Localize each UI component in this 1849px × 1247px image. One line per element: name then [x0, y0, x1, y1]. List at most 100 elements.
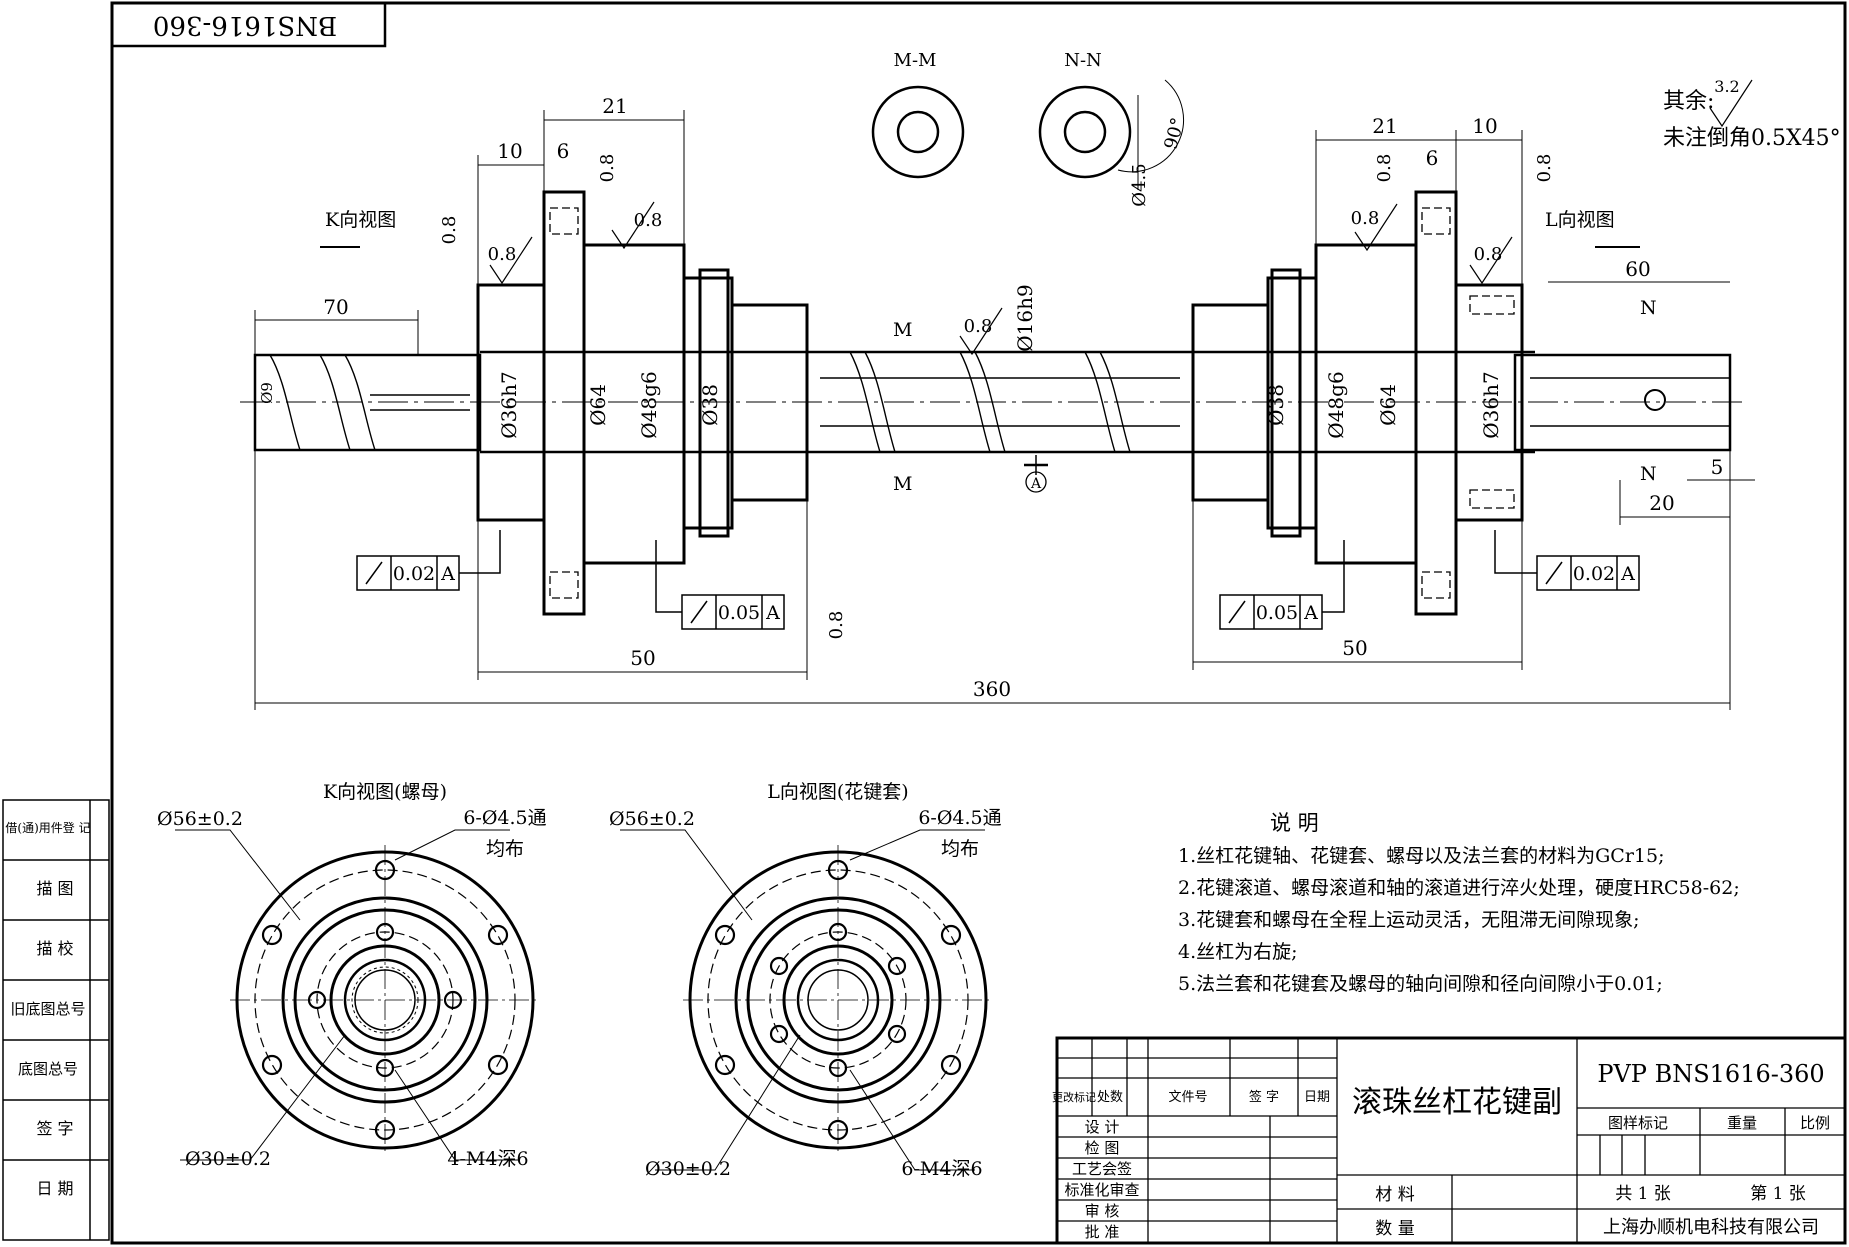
view-labels: K向视图 L向视图 M M N N	[325, 209, 1657, 495]
note-1: 1.丝杠花键轴、花键套、螺母以及法兰套的材料为GCr15;	[1178, 845, 1665, 867]
k-view-labels: K向视图(螺母) Ø56±0.2 6-Ø4.5通 均布 Ø30±0.2 4-M4…	[157, 781, 547, 1170]
l-view-title: L向视图(花键套)	[767, 781, 908, 803]
dim-20: 20	[1649, 491, 1674, 515]
section-n-top: N	[1640, 297, 1657, 319]
tb-quantity: 数 量	[1375, 1219, 1414, 1239]
left-ball-nut	[476, 190, 809, 616]
record-label-date: 日 期	[36, 1179, 73, 1198]
dia-48g6-right: Ø48g6	[1324, 371, 1348, 438]
section-n-bottom: N	[1640, 463, 1657, 485]
dim-60: 60	[1625, 257, 1650, 281]
runout-value-mid-left: 0.05	[718, 602, 760, 624]
datum-a-circle	[1025, 471, 1047, 493]
datum-a-label: A	[1030, 476, 1042, 492]
tb-part-no: PVP BNS1616-360	[1597, 1060, 1824, 1088]
k-view-nut	[175, 829, 540, 1161]
notes-heading: 说 明	[1270, 811, 1319, 835]
roughness-08-h: 0.8	[826, 611, 847, 640]
dim-10-right: 10	[1472, 114, 1497, 138]
tb-date: 日期	[1304, 1090, 1330, 1105]
runout-datum-right: A	[1620, 563, 1635, 585]
dim-21-right: 21	[1372, 114, 1397, 138]
roughness-08-a: 0.8	[488, 244, 517, 265]
tb-scale: 比例	[1800, 1114, 1830, 1132]
section-nn-title: N-N	[1064, 50, 1102, 71]
section-hole-dia: Ø4.5	[1129, 163, 1150, 206]
roughness-08-e: 0.8	[1474, 244, 1503, 265]
dim-360: 360	[973, 677, 1011, 701]
record-label-sign: 签 字	[36, 1119, 73, 1138]
record-label-borrow: 借(通)用件登 记	[5, 820, 90, 835]
l-view-labels: L向视图(花键套) Ø56±0.2 6-Ø4.5通 均布 Ø30±0.2 6-M…	[609, 781, 1002, 1180]
roughness-08-b: 0.8	[634, 210, 663, 231]
dia-38-right: Ø38	[1264, 384, 1288, 426]
roughness-08-d: 0.8	[1351, 208, 1380, 229]
tb-total-pages: 共 1 张	[1615, 1184, 1671, 1204]
k-pcd30: Ø30±0.2	[185, 1148, 271, 1170]
section-views	[871, 79, 1184, 190]
tb-role-review: 审 核	[1085, 1202, 1120, 1220]
section-angle: 90°	[1160, 115, 1189, 151]
k-view-title: K向视图(螺母)	[323, 781, 447, 803]
dim-6-right: 6	[1426, 146, 1439, 170]
main-dimension-texts: 21 10 6 70 50 360 21 6 10 60 50 20 5	[323, 94, 1723, 701]
note-3: 3.花键套和螺母在全程上运动灵活，无阻滞无间隙现象;	[1178, 909, 1640, 931]
dim-70: 70	[323, 295, 348, 319]
tb-role-check: 检 图	[1085, 1139, 1120, 1157]
dia-64-right: Ø64	[1376, 384, 1400, 426]
runout-datum-left: A	[440, 563, 455, 585]
dim-50-right: 50	[1342, 636, 1367, 660]
left-nut-holes	[549, 207, 579, 599]
drawing-border	[110, 1, 1847, 1245]
runout-value-left: 0.02	[393, 563, 435, 585]
dim-21-left: 21	[602, 94, 627, 118]
tb-page: 第 1 张	[1750, 1184, 1806, 1204]
record-label-trace: 描 图	[36, 879, 73, 898]
diameter-labels: Ø9 Ø36h7 Ø64 Ø48g6 Ø38 Ø16h9 Ø38 Ø48g6 Ø…	[258, 284, 1503, 438]
l-view-spline	[620, 829, 993, 1171]
roughness-08-i: 0.8	[1374, 154, 1395, 183]
tb-count: 处数	[1097, 1090, 1123, 1105]
note-2: 2.花键滚道、螺母滚道和轴的滚道进行淬火处理，硬度HRC58-62;	[1178, 877, 1740, 899]
dia-36h7-left: Ø36h7	[497, 371, 521, 438]
tb-role-process: 工艺会签	[1072, 1160, 1132, 1178]
dia-38-left: Ø38	[698, 384, 722, 426]
l-pcd30: Ø30±0.2	[645, 1158, 731, 1180]
shaft-threads	[269, 351, 1730, 453]
tb-sample-mark: 图样标记	[1608, 1114, 1668, 1132]
runout-value-right: 0.02	[1573, 563, 1615, 585]
tb-company: 上海办顺机电科技有限公司	[1603, 1217, 1819, 1238]
general-notes: 其余: 未注倒角0.5X45°	[1663, 89, 1841, 151]
drawing-number-mirrored: BNS1616-360	[153, 10, 337, 40]
tb-change-mark: 更改标记	[1052, 1090, 1096, 1104]
k-view-arrow-label: K向视图	[325, 209, 396, 231]
tb-doc-no: 文件号	[1168, 1090, 1207, 1105]
right-nut-holes	[1421, 207, 1515, 599]
k-holes: 6-Ø4.5通	[463, 807, 546, 829]
section-mm-title: M-M	[894, 50, 937, 71]
dim-10-left: 10	[497, 139, 522, 163]
dim-6-left: 6	[557, 139, 570, 163]
left-record-panel	[2, 799, 110, 1241]
runout-value-mid-right: 0.05	[1256, 602, 1298, 624]
roughness-general-value: 3.2	[1714, 77, 1739, 96]
dia-48g6-left: Ø48g6	[637, 371, 661, 438]
tb-role-standard: 标准化审查	[1064, 1181, 1139, 1199]
roughness-08-f: 0.8	[439, 216, 460, 245]
k-m4: 4-M4深6	[447, 1148, 528, 1170]
roughness-08-g: 0.8	[597, 154, 618, 183]
record-label-check: 描 校	[36, 939, 73, 958]
k-pcd56: Ø56±0.2	[157, 808, 243, 830]
roughness-08-j: 0.8	[1534, 154, 1555, 183]
dim-50-left: 50	[630, 646, 655, 670]
right-spline-nut	[1191, 190, 1524, 616]
section-m-top: M	[893, 319, 912, 341]
runout-datum-mid-left: A	[765, 602, 780, 624]
runout-datum-mid-right: A	[1303, 602, 1318, 624]
technical-notes: 说 明 1.丝杠花键轴、花键套、螺母以及法兰套的材料为GCr15; 2.花键滚道…	[1178, 811, 1740, 995]
roughness-general: 其余:	[1663, 89, 1714, 114]
dia-36h7-right: Ø36h7	[1479, 371, 1503, 438]
title-block-texts: 更改标记 处数 文件号 签 字 日期 设 计 检 图 工艺会签 标准化审查 审 …	[1052, 1060, 1830, 1241]
note-5: 5.法兰套和花键套及螺母的轴向间隙和径向间隙小于0.01;	[1178, 973, 1663, 995]
